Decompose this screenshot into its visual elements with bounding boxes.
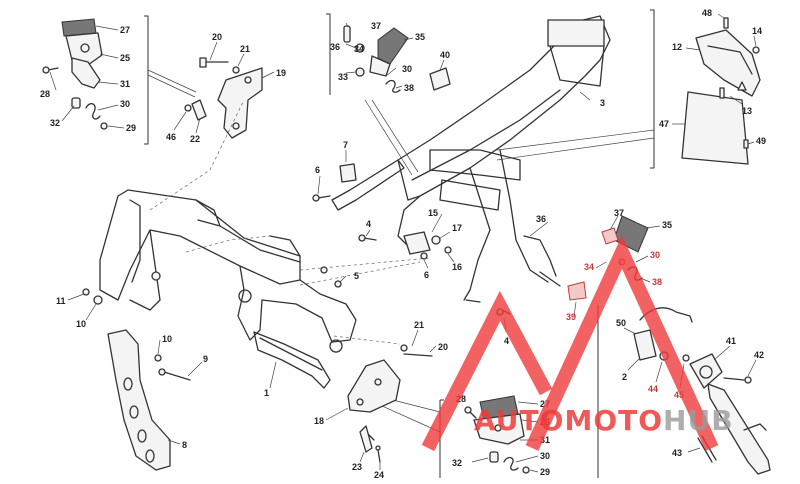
callout-13: 13 <box>742 106 752 116</box>
callout-36: 36 <box>330 42 340 52</box>
callout-37: 37 <box>371 21 381 31</box>
bracket-19 <box>173 41 275 139</box>
watermark-text-auto: AUTO <box>474 404 564 437</box>
rear-subframe <box>331 15 611 303</box>
callout-30: 30 <box>120 99 130 109</box>
callout-41: 41 <box>726 336 736 346</box>
svg-text:AUTOMOTOHUB: AUTOMOTOHUB <box>474 404 734 437</box>
callout-11: 11 <box>56 296 66 306</box>
callout-22: 22 <box>190 134 200 144</box>
callout-2: 2 <box>622 372 627 382</box>
watermark-text-moto: MOTO <box>564 404 663 437</box>
callout-9: 9 <box>203 354 208 364</box>
watermark-logo: AUTOMOTOHUB <box>421 235 734 452</box>
callout-34: 34 <box>584 262 594 272</box>
callout-33: 33 <box>338 72 348 82</box>
callout-6: 6 <box>424 270 429 280</box>
callout-10: 10 <box>162 334 172 344</box>
mudguard-inset <box>672 13 761 165</box>
callout-43: 43 <box>672 448 682 458</box>
callout-3: 3 <box>600 98 605 108</box>
main-frame <box>99 99 401 389</box>
callout-30: 30 <box>402 64 412 74</box>
callout-6: 6 <box>315 165 320 175</box>
footpeg-inset-left <box>42 18 125 130</box>
callout-15: 15 <box>428 208 438 218</box>
callout-16: 16 <box>452 262 462 272</box>
footpeg-inset-bottom <box>464 395 539 474</box>
callout-38: 38 <box>652 277 662 287</box>
callout-46: 46 <box>166 132 176 142</box>
callout-12: 12 <box>672 42 682 52</box>
callout-19: 19 <box>276 68 286 78</box>
callout-20: 20 <box>212 32 222 42</box>
callout-8: 8 <box>182 440 187 450</box>
callout-35: 35 <box>662 220 672 230</box>
callout-32: 32 <box>50 118 60 128</box>
callout-39: 39 <box>566 312 576 322</box>
center-hardware <box>299 150 455 288</box>
callout-34: 34 <box>354 44 364 54</box>
callout-28: 28 <box>40 89 50 99</box>
callout-24: 24 <box>374 470 384 480</box>
callout-23: 23 <box>352 462 362 472</box>
callout-7: 7 <box>343 140 348 150</box>
callout-29: 29 <box>540 467 550 477</box>
callout-49: 49 <box>756 136 766 146</box>
callout-48: 48 <box>702 8 712 18</box>
callout-27: 27 <box>120 25 130 35</box>
callout-1: 1 <box>264 388 269 398</box>
callout-4: 4 <box>366 219 371 229</box>
callout-4: 4 <box>504 336 509 346</box>
callout-50: 50 <box>616 318 626 328</box>
callout-21: 21 <box>414 320 424 330</box>
callout-28: 28 <box>456 394 466 404</box>
callout-30: 30 <box>540 451 550 461</box>
callout-47: 47 <box>659 119 669 129</box>
callout-5: 5 <box>354 271 359 281</box>
callout-25: 25 <box>120 53 130 63</box>
callout-17: 17 <box>452 223 462 233</box>
callout-14: 14 <box>752 26 762 36</box>
callout-20: 20 <box>438 342 448 352</box>
footpeg-bracket-18 <box>325 308 511 470</box>
sidestand <box>623 307 771 475</box>
watermark-text-hub: HUB <box>663 404 734 437</box>
callout-40: 40 <box>440 50 450 60</box>
footpeg-inset-top <box>343 22 591 101</box>
callout-36: 36 <box>536 214 546 224</box>
callout-42: 42 <box>754 350 764 360</box>
callout-45: 45 <box>674 390 684 400</box>
callout-21: 21 <box>240 44 250 54</box>
callout-31: 31 <box>540 435 550 445</box>
side-guard <box>67 288 203 471</box>
callout-29: 29 <box>126 123 136 133</box>
callout-32: 32 <box>452 458 462 468</box>
callout-35: 35 <box>415 32 425 42</box>
callout-18: 18 <box>314 416 324 426</box>
callout-31: 31 <box>120 79 130 89</box>
callout-44: 44 <box>648 384 658 394</box>
callout-30: 30 <box>650 250 660 260</box>
callout-38: 38 <box>404 83 414 93</box>
callout-10: 10 <box>76 319 86 329</box>
callout-37: 37 <box>614 208 624 218</box>
